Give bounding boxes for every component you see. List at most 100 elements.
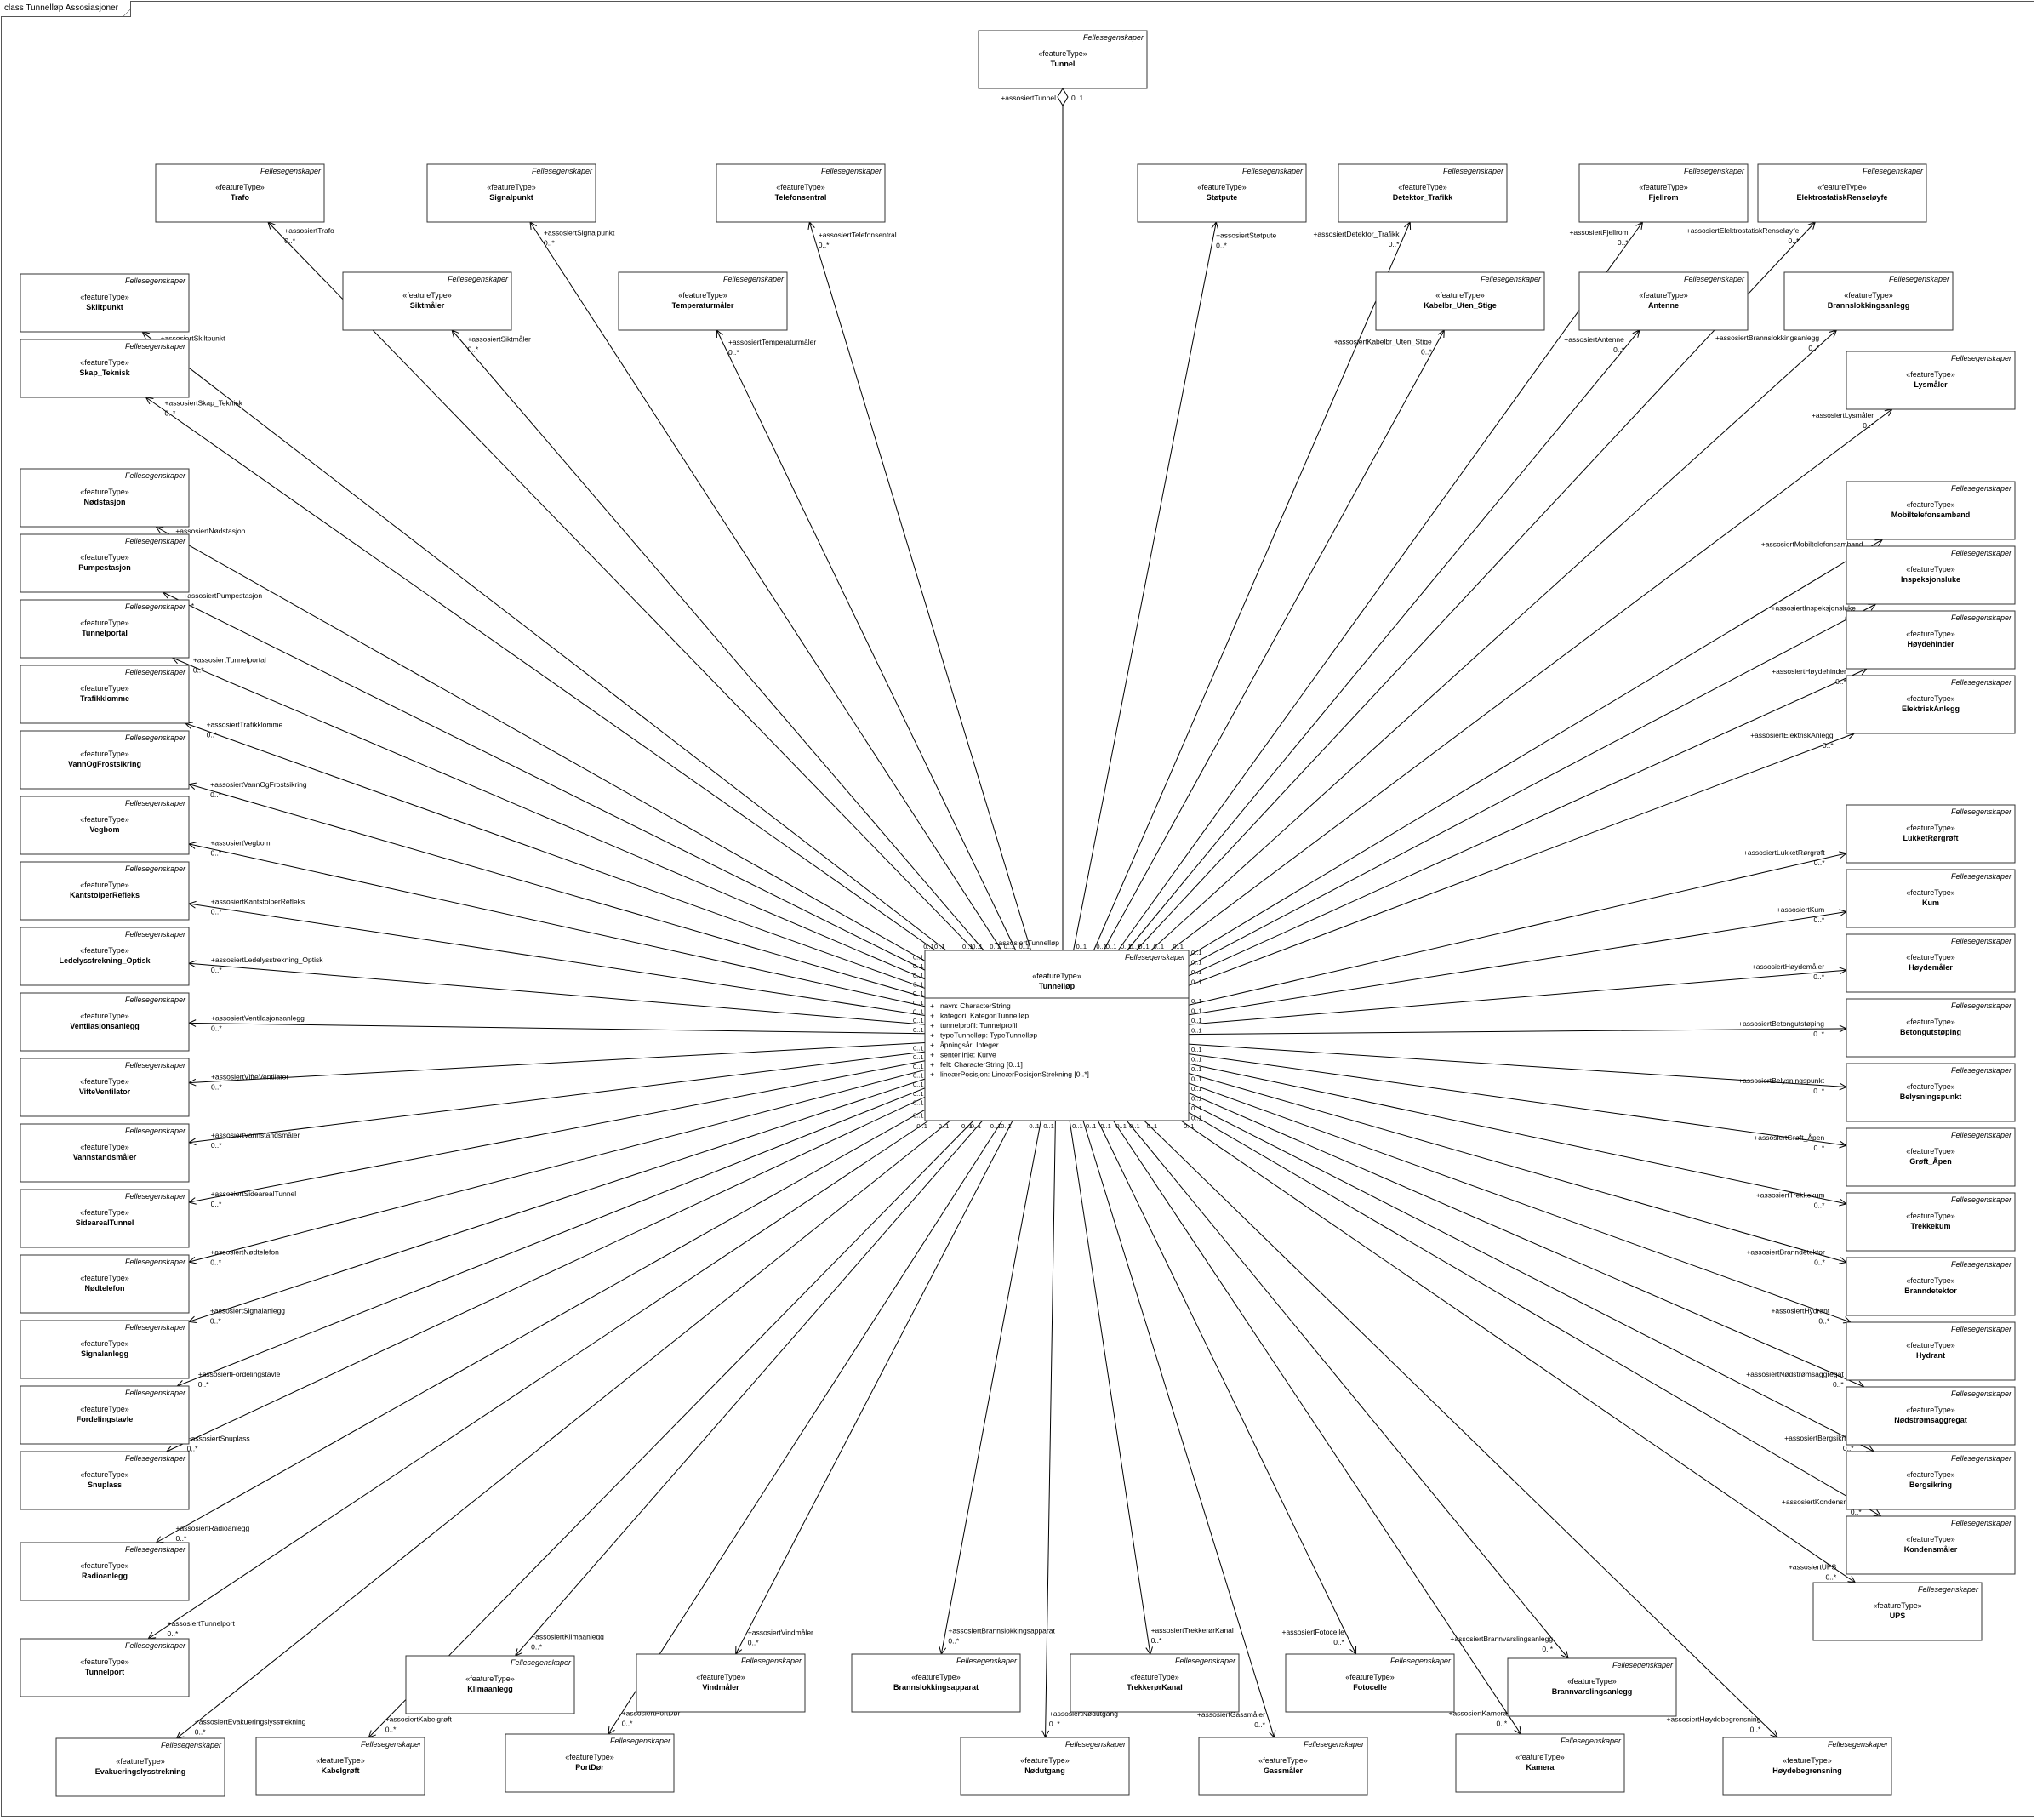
class-box-brannvarslingsanlegg[interactable]: Fellesegenskaper«featureType»Brannvarsli…	[1507, 1657, 1677, 1717]
main-end-multiplicity: 0..1	[913, 1071, 924, 1079]
main-end-multiplicity: 0..1	[913, 1090, 924, 1098]
stereotype-label: «featureType»	[678, 291, 728, 300]
class-box-detektor-trafikk[interactable]: Fellesegenskaper«featureType»Detektor_Tr…	[1338, 163, 1508, 223]
package-label: Fellesegenskaper	[1561, 1737, 1622, 1745]
main-end-multiplicity: 0..1	[1191, 1075, 1202, 1083]
class-box-kabelbr-uten-stige[interactable]: Fellesegenskaper«featureType»Kabelbr_Ute…	[1375, 271, 1545, 331]
class-box-nødstasjon[interactable]: Fellesegenskaper«featureType»Nødstasjon	[20, 468, 190, 528]
class-name: Antenne	[1648, 301, 1679, 310]
attribute: + typeTunnelløp: TypeTunnelløp	[930, 1031, 1037, 1040]
class-box-skap-teknisk[interactable]: Fellesegenskaper«featureType»Skap_Teknis…	[20, 339, 190, 398]
class-box-kabelgrøft[interactable]: Fellesegenskaper«featureType»Kabelgrøft	[255, 1737, 425, 1796]
main-end-multiplicity: 0..1	[913, 990, 924, 997]
main-end-multiplicity: 0..1	[1043, 1122, 1054, 1130]
stereotype-label: «featureType»	[80, 946, 129, 955]
class-box-antenne[interactable]: Fellesegenskaper«featureType»Antenne	[1578, 271, 1749, 331]
class-box-lukketrørgrøft[interactable]: Fellesegenskaper«featureType»LukketRørgr…	[1846, 804, 2016, 864]
multiplicity-label: 0..*	[1823, 741, 1834, 750]
class-box-gassmåler[interactable]: Fellesegenskaper«featureType»Gassmåler	[1198, 1737, 1368, 1796]
class-box-høydebegrensning[interactable]: Fellesegenskaper«featureType»Høydebegren…	[1722, 1737, 1892, 1796]
class-box-klimaanlegg[interactable]: Fellesegenskaper«featureType»Klimaanlegg	[405, 1655, 575, 1714]
role-label: +assosiertUPS	[1789, 1563, 1837, 1572]
class-box-snuplass[interactable]: Fellesegenskaper«featureType»Snuplass	[20, 1451, 190, 1510]
class-box-skiltpunkt[interactable]: Fellesegenskaper«featureType»Skiltpunkt	[20, 273, 190, 333]
class-box-tunnellop[interactable]: Fellesegenskaper«featureType»Tunnelløp+ …	[924, 950, 1190, 1121]
class-box-mobiltelefonsamband[interactable]: Fellesegenskaper«featureType»Mobiltelefo…	[1846, 481, 2016, 540]
class-box-kum[interactable]: Fellesegenskaper«featureType»Kum	[1846, 869, 2016, 928]
class-box-høydehinder[interactable]: Fellesegenskaper«featureType»Høydehinder	[1846, 610, 2016, 670]
class-box-vindmåler[interactable]: Fellesegenskaper«featureType»Vindmåler	[636, 1653, 806, 1713]
role-label: +assosiertAntenne	[1564, 335, 1624, 344]
class-box-tunnelport[interactable]: Fellesegenskaper«featureType»Tunnelport	[20, 1638, 190, 1697]
class-box-signalanlegg[interactable]: Fellesegenskaper«featureType»Signalanleg…	[20, 1320, 190, 1379]
class-box-nødutgang[interactable]: Fellesegenskaper«featureType»Nødutgang	[960, 1737, 1130, 1796]
class-box-betongutstøping[interactable]: Fellesegenskaper«featureType»Betongutstø…	[1846, 998, 2016, 1058]
class-box-tunnel[interactable]: Fellesegenskaper«featureType»Tunnel	[978, 30, 1148, 89]
class-box-tunnelportal[interactable]: Fellesegenskaper«featureType»Tunnelporta…	[20, 599, 190, 659]
class-box-elektrostatiskrenseløyfe[interactable]: Fellesegenskaper«featureType»Elektrostat…	[1757, 163, 1927, 223]
class-box-støtpute[interactable]: Fellesegenskaper«featureType»Støtpute	[1137, 163, 1307, 223]
class-box-hydrant[interactable]: Fellesegenskaper«featureType»Hydrant	[1846, 1321, 2016, 1381]
class-box-trafo[interactable]: Fellesegenskaper«featureType»Trafo	[155, 163, 325, 223]
package-label: Fellesegenskaper	[125, 668, 186, 676]
class-box-vannogfrostsikring[interactable]: Fellesegenskaper«featureType»VannOgFrost…	[20, 730, 190, 790]
class-box-kantstolperrefleks[interactable]: Fellesegenskaper«featureType»Kantstolper…	[20, 861, 190, 921]
class-box-brannslokkingsapparat[interactable]: Fellesegenskaper«featureType»Brannslokki…	[851, 1653, 1021, 1713]
class-box-lysmåler[interactable]: Fellesegenskaper«featureType»Lysmåler	[1846, 351, 2016, 410]
class-box-pumpestasjon[interactable]: Fellesegenskaper«featureType»Pumpestasjo…	[20, 533, 190, 593]
stereotype-label: «featureType»	[1906, 630, 1955, 638]
class-box-ledelysstrekning-optisk[interactable]: Fellesegenskaper«featureType»Ledelysstre…	[20, 927, 190, 986]
class-box-portdør[interactable]: Fellesegenskaper«featureType»PortDør	[505, 1733, 675, 1793]
class-box-kondensmåler[interactable]: Fellesegenskaper«featureType»Kondensmåle…	[1846, 1515, 2016, 1575]
class-box-nødstrømsaggregat[interactable]: Fellesegenskaper«featureType»Nødstrømsag…	[1846, 1386, 2016, 1446]
class-box-radioanlegg[interactable]: Fellesegenskaper«featureType»Radioanlegg	[20, 1542, 190, 1601]
class-box-evakueringslysstrekning[interactable]: Fellesegenskaper«featureType»Evakuerings…	[55, 1737, 225, 1797]
class-box-signalpunkt[interactable]: Fellesegenskaper«featureType»Signalpunkt	[426, 163, 596, 223]
role-label: +assosiertKlimaanlegg	[531, 1632, 604, 1640]
association-6: +assosiertElektrostatiskRenseløyfe0..*0.…	[1135, 221, 1817, 951]
package-label: Fellesegenskaper	[125, 1061, 186, 1070]
role-label: +assosiertLukketRørgrøft	[1743, 848, 1825, 857]
role-label: +assosiertBetongutstøping	[1738, 1019, 1824, 1028]
class-box-sidearealtunnel[interactable]: Fellesegenskaper«featureType»SidearealTu…	[20, 1189, 190, 1248]
package-label: Fellesegenskaper	[125, 277, 186, 285]
class-box-vift-ventilator[interactable]: Fellesegenskaper«featureType»ViftеVentil…	[20, 1058, 190, 1117]
class-name: Tunnelportal	[82, 629, 128, 637]
class-box-brannslokkingsanlegg[interactable]: Fellesegenskaper«featureType»Brannslokki…	[1783, 271, 1954, 331]
class-box-kamera[interactable]: Fellesegenskaper«featureType»Kamera	[1455, 1733, 1625, 1793]
multiplicity-label: 0..*	[207, 730, 218, 739]
role-label: +assosiertFotocelle	[1282, 1628, 1345, 1636]
class-box-trekkekum[interactable]: Fellesegenskaper«featureType»Trekkekum	[1846, 1192, 2016, 1252]
class-box-nødtelefon[interactable]: Fellesegenskaper«featureType»Nødtelefon	[20, 1254, 190, 1314]
main-end-multiplicity: 0..1	[913, 962, 924, 970]
role-label: +assosiertTunnelport	[168, 1619, 236, 1628]
class-box-branndetektor[interactable]: Fellesegenskaper«featureType»Branndetekt…	[1846, 1257, 2016, 1316]
class-box-fordelingstavle[interactable]: Fellesegenskaper«featureType»Fordelingst…	[20, 1385, 190, 1445]
class-box-fotocelle[interactable]: Fellesegenskaper«featureType»Fotocelle	[1285, 1653, 1455, 1713]
class-box-fjellrom[interactable]: Fellesegenskaper«featureType»Fjellrom	[1578, 163, 1749, 223]
role-label: +assosiertGrøft_Åpen	[1754, 1133, 1824, 1142]
class-box-høydemåler[interactable]: Fellesegenskaper«featureType»Høydemåler	[1846, 933, 2016, 993]
multiplicity-label: 0..*	[1333, 1638, 1344, 1646]
class-box-temperaturmåler[interactable]: Fellesegenskaper«featureType»Temperaturm…	[618, 271, 788, 331]
stereotype-label: «featureType»	[1906, 1470, 1955, 1479]
class-box-belysningspunkt[interactable]: Fellesegenskaper«featureType»Belysningsp…	[1846, 1063, 2016, 1122]
class-box-elektriskanlegg[interactable]: Fellesegenskaper«featureType»ElektriskAn…	[1846, 675, 2016, 734]
class-name: Nødutgang	[1024, 1766, 1065, 1775]
class-box-vegbom[interactable]: Fellesegenskaper«featureType»Vegbom	[20, 796, 190, 855]
class-box-vannstandsmåler[interactable]: Fellesegenskaper«featureType»Vannstandsm…	[20, 1123, 190, 1183]
class-box-grøft-åpen[interactable]: Fellesegenskaper«featureType»Grøft_Åpen	[1846, 1127, 2016, 1187]
class-box-inspeksjonsluke[interactable]: Fellesegenskaper«featureType»Inspeksjons…	[1846, 545, 2016, 605]
class-box-siktmåler[interactable]: Fellesegenskaper«featureType»Siktmåler	[342, 271, 512, 331]
class-box-telefonsentral[interactable]: Fellesegenskaper«featureType»Telefonsent…	[716, 163, 886, 223]
class-box-trekkerørkanal[interactable]: Fellesegenskaper«featureType»TrekkerørKa…	[1070, 1653, 1240, 1713]
class-box-trafikklomme[interactable]: Fellesegenskaper«featureType»Trafikklomm…	[20, 665, 190, 724]
stereotype-label: «featureType»	[1906, 500, 1955, 509]
class-box-ventilasjonsanlegg[interactable]: Fellesegenskaper«featureType»Ventilasjon…	[20, 992, 190, 1052]
class-box-bergsikring[interactable]: Fellesegenskaper«featureType»Bergsikring	[1846, 1451, 2016, 1510]
main-end-multiplicity: 0..1	[1191, 1104, 1202, 1112]
class-box-ups[interactable]: Fellesegenskaper«featureType»UPS	[1812, 1582, 1983, 1641]
